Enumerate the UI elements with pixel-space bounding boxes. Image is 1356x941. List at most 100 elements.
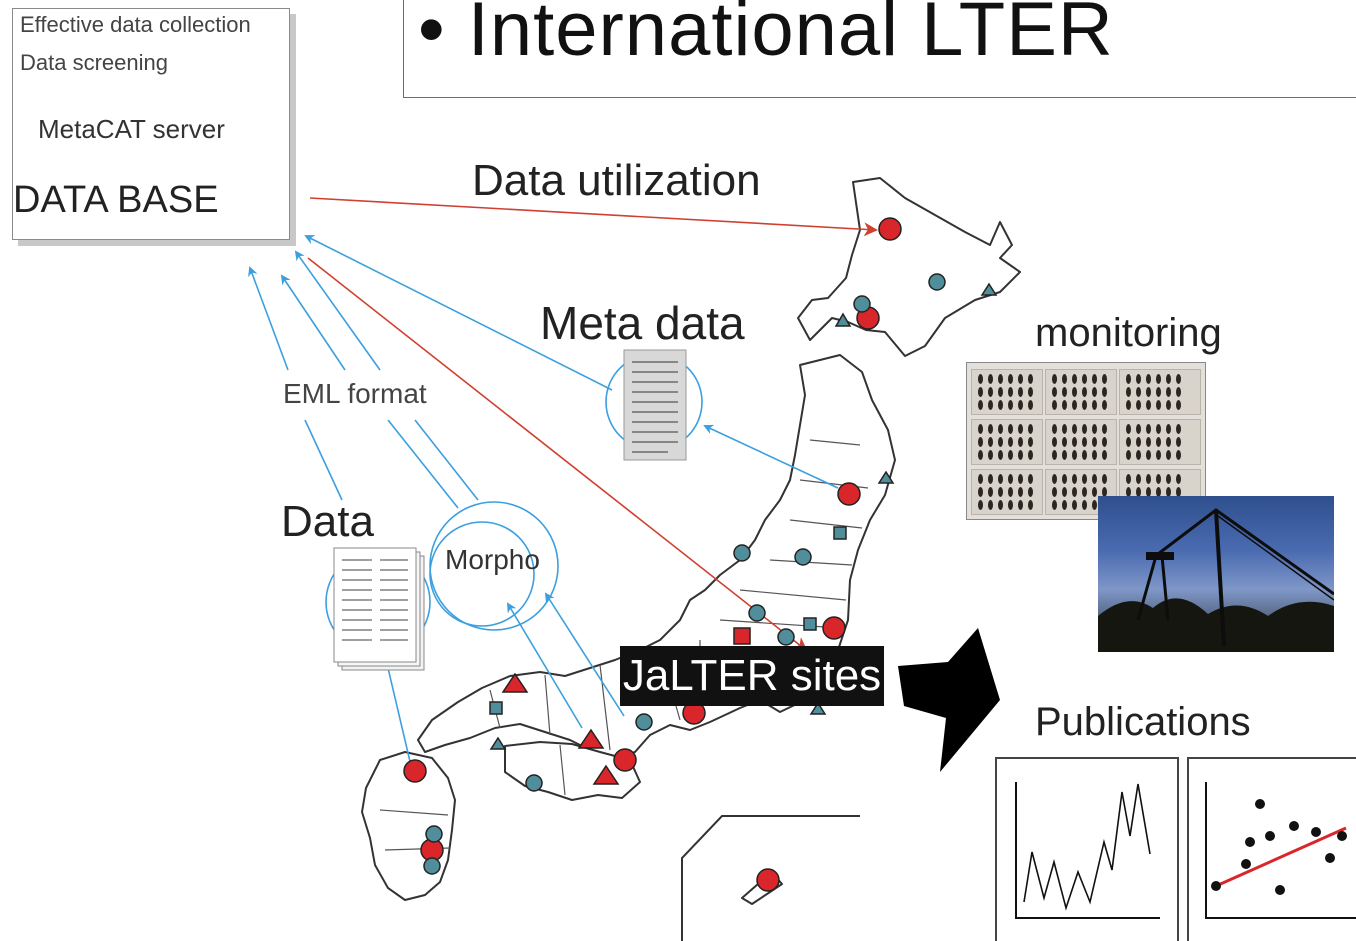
specimen — [1102, 487, 1107, 497]
big-arrow-icon — [898, 628, 1000, 772]
site-to-morpho-arrow-2 — [544, 592, 625, 717]
okinawa-inset-frame — [681, 815, 860, 941]
site-teal — [525, 774, 543, 792]
specimen — [1126, 437, 1131, 447]
eml-line-morpho-1 — [387, 419, 459, 509]
specimen — [998, 400, 1003, 410]
specimen — [1156, 474, 1161, 484]
specimen — [1092, 400, 1097, 410]
specimen — [1052, 500, 1057, 510]
specimen — [998, 500, 1003, 510]
specimen-tray — [1045, 419, 1117, 465]
specimen — [1092, 374, 1097, 384]
specimen-tray — [1119, 419, 1201, 465]
site-red-square — [733, 627, 751, 645]
specimen — [1018, 437, 1023, 447]
specimen — [1062, 487, 1067, 497]
data-document-icon — [325, 547, 431, 671]
specimen — [1146, 400, 1151, 410]
specimen — [1062, 387, 1067, 397]
specimen — [998, 487, 1003, 497]
specimen — [1018, 500, 1023, 510]
title-box — [403, 0, 1356, 98]
specimen — [1176, 450, 1181, 460]
specimen — [978, 400, 983, 410]
specimen — [1052, 474, 1057, 484]
specimen — [1126, 474, 1131, 484]
specimen — [1062, 400, 1067, 410]
specimen — [1028, 400, 1033, 410]
specimen — [1092, 424, 1097, 434]
specimen — [1008, 487, 1013, 497]
site-teal — [794, 548, 812, 566]
specimen — [1072, 487, 1077, 497]
specimen — [1136, 374, 1141, 384]
site-teal — [423, 857, 441, 875]
specimen — [1176, 387, 1181, 397]
specimen — [1126, 450, 1131, 460]
specimen — [1028, 474, 1033, 484]
specimen — [1136, 487, 1141, 497]
slide-title-text: International LTER — [467, 0, 1114, 72]
site-teal-square — [833, 526, 847, 540]
specimen — [1052, 387, 1057, 397]
specimen — [1102, 400, 1107, 410]
meta-data-document-icon — [605, 349, 703, 461]
specimen — [978, 474, 983, 484]
specimen — [1102, 437, 1107, 447]
tower-photo — [1098, 496, 1334, 652]
label-meta-data: Meta data — [540, 297, 745, 349]
specimen — [1166, 450, 1171, 460]
specimen-tray — [971, 469, 1043, 515]
specimen — [978, 437, 983, 447]
specimen — [1052, 400, 1057, 410]
eml-arrow-1 — [248, 266, 289, 371]
specimen-photo — [966, 362, 1206, 520]
specimen — [978, 500, 983, 510]
specimen — [1146, 450, 1151, 460]
specimen — [1052, 374, 1057, 384]
site-teal — [777, 628, 795, 646]
specimen — [1126, 424, 1131, 434]
red-arrows — [307, 197, 878, 652]
site-teal-triangle — [809, 701, 827, 715]
specimen — [1166, 374, 1171, 384]
specimen-tray — [971, 369, 1043, 415]
specimen — [1092, 487, 1097, 497]
specimen — [1136, 424, 1141, 434]
specimen — [1176, 424, 1181, 434]
japan-map — [361, 177, 1021, 905]
blue-arrows — [248, 235, 839, 771]
specimen — [998, 474, 1003, 484]
specimen — [1008, 474, 1013, 484]
specimen — [1166, 487, 1171, 497]
database-name: DATA BASE — [13, 179, 219, 221]
specimen — [1018, 424, 1023, 434]
specimen — [988, 450, 993, 460]
database-line-metacat: MetaCAT server — [38, 114, 225, 144]
meta-to-db-arrow — [304, 235, 613, 391]
specimen — [1146, 387, 1151, 397]
site-markers — [403, 217, 998, 892]
specimen — [1082, 400, 1087, 410]
specimen — [1018, 387, 1023, 397]
specimen-tray — [1045, 369, 1117, 415]
label-data-utilization: Data utilization — [472, 156, 761, 205]
specimen — [1082, 450, 1087, 460]
site-teal — [425, 825, 443, 843]
specimen — [1102, 374, 1107, 384]
site-teal — [733, 544, 751, 562]
site-teal — [853, 295, 871, 313]
specimen — [1062, 437, 1067, 447]
sites-feedback-arrow — [307, 257, 808, 652]
database-line-screening: Data screening — [20, 50, 168, 75]
specimen — [1018, 400, 1023, 410]
specimen — [1028, 450, 1033, 460]
site-teal-triangle — [834, 312, 852, 327]
specimen — [988, 387, 993, 397]
specimen — [1102, 387, 1107, 397]
site-red-triangle — [592, 764, 620, 785]
site-teal — [748, 604, 766, 622]
specimen — [1146, 474, 1151, 484]
specimen — [1082, 474, 1087, 484]
